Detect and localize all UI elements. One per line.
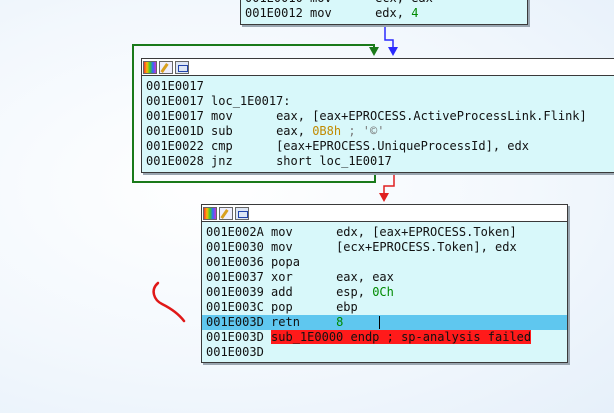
mnemonic: mov (211, 109, 233, 123)
code-line[interactable]: 001E0036 popa (202, 255, 567, 270)
mnemonic: cmp (211, 139, 233, 153)
operands: eax, eax (336, 270, 394, 284)
code-label: loc_1E0017: (211, 94, 291, 108)
code-line[interactable]: 001E0012 mov edx, 4 (241, 6, 527, 21)
code-line[interactable]: 001E0017 loc_1E0017: (142, 94, 614, 109)
numeric-operand: 4 (411, 6, 419, 20)
address: 001E003D (206, 315, 264, 329)
arrow-loop-to-exit (379, 193, 389, 202)
block-exit-header (202, 205, 567, 222)
operands: short loc_1E0017 (276, 154, 392, 168)
current-instruction-line[interactable]: 001E003D retn 8 (202, 315, 567, 330)
mnemonic: xor (271, 270, 293, 284)
text-cursor (379, 316, 381, 329)
mnemonic: mov (271, 240, 293, 254)
code-line[interactable]: 001E003D (202, 345, 567, 360)
address: 001E0012 (245, 6, 303, 20)
code-line[interactable]: 001E0010 mov ecx, eax (241, 0, 527, 6)
graph-view-icon[interactable] (235, 206, 249, 220)
operands: [eax+EPROCESS.UniqueProcessId], edx (276, 139, 529, 153)
operands: [ecx+EPROCESS.Token], edx (336, 240, 517, 254)
code-line[interactable]: 001E002A mov edx, [eax+EPROCESS.Token] (202, 225, 567, 240)
address: 001E001D (146, 124, 204, 138)
comment: ; '©' (341, 124, 385, 138)
operands: esp, (336, 285, 373, 299)
block-exit[interactable]: 001E002A mov edx, [eax+EPROCESS.Token]00… (201, 204, 568, 363)
address: 001E0039 (206, 285, 264, 299)
code-line[interactable]: 001E0037 xor eax, eax (202, 270, 567, 285)
block-top[interactable]: 001E0010 mov ecx, eax001E0012 mov edx, 4 (240, 0, 528, 25)
block-loop[interactable]: 001E0017 001E0017 loc_1E0017:001E0017 mo… (141, 58, 614, 173)
mnemonic: mov (310, 0, 332, 5)
address: 001E002A (206, 225, 264, 239)
block-top-lines: 001E0010 mov ecx, eax001E0012 mov edx, 4 (241, 0, 527, 21)
mnemonic: popa (271, 255, 300, 269)
block-loop-lines: 001E0017 001E0017 loc_1E0017:001E0017 mo… (142, 76, 614, 169)
code-line[interactable]: 001E003D sub_1E0000 endp ; sp-analysis f… (202, 330, 567, 345)
code-line[interactable]: 001E0022 cmp [eax+EPROCESS.UniqueProcess… (142, 139, 614, 154)
operands: edx, [eax+EPROCESS.Token] (336, 225, 517, 239)
mnemonic: mov (310, 6, 332, 20)
color-palette-icon[interactable] (143, 60, 157, 74)
mnemonic: mov (271, 225, 293, 239)
address: 001E003C (206, 300, 264, 314)
operands: eax, (276, 124, 313, 138)
address: 001E003D (206, 345, 264, 359)
operands: edx, (375, 6, 412, 20)
code-line[interactable]: 001E0017 mov eax, [eax+EPROCESS.ActivePr… (142, 109, 614, 124)
address: 001E0037 (206, 270, 264, 284)
graph-view-icon[interactable] (175, 60, 189, 74)
numeric-operand: 0Ch (372, 285, 394, 299)
code-line[interactable]: 001E0039 add esp, 0Ch (202, 285, 567, 300)
error-endp-label: sub_1E0000 endp ; sp-analysis failed (271, 330, 532, 344)
annotation-mark (152, 281, 186, 323)
code-line[interactable]: 001E001D sub eax, 0B8h ; '©' (142, 124, 614, 139)
mnemonic: pop (271, 300, 293, 314)
address: 001E0017 (146, 109, 204, 123)
mnemonic: sub (211, 124, 233, 138)
address: 001E0030 (206, 240, 264, 254)
address: 001E0010 (245, 0, 303, 5)
color-palette-icon[interactable] (203, 206, 217, 220)
block-loop-header (142, 59, 614, 76)
arrow-loop-back (369, 47, 379, 56)
address: 001E0036 (206, 255, 264, 269)
code-line[interactable]: 001E0017 (142, 79, 614, 94)
address: 001E0017 (146, 79, 204, 93)
mnemonic: jnz (211, 154, 233, 168)
edge-top-to-loop (384, 25, 394, 52)
address: 001E0017 (146, 94, 204, 108)
code-line[interactable]: 001E003C pop ebp (202, 300, 567, 315)
operands: eax, [eax+EPROCESS.ActiveProcessLink.Fli… (276, 109, 587, 123)
code-line[interactable]: 001E0030 mov [ecx+EPROCESS.Token], edx (202, 240, 567, 255)
operands: ebp (336, 300, 358, 314)
block-exit-lines: 001E002A mov edx, [eax+EPROCESS.Token]00… (202, 222, 567, 360)
edge-loop-back (132, 44, 376, 183)
code-line[interactable]: 001E0028 jnz short loc_1E0017 (142, 154, 614, 169)
numeric-operand: 8 (336, 315, 344, 329)
address: 001E0028 (146, 154, 204, 168)
numeric-operand: 0B8h (312, 124, 342, 138)
mnemonic: add (271, 285, 293, 299)
address: 001E0022 (146, 139, 204, 153)
pencil-edit-icon[interactable] (159, 60, 173, 74)
mnemonic: retn (271, 315, 300, 329)
operands: ecx, eax (375, 0, 433, 5)
address: 001E003D (206, 330, 264, 344)
pencil-edit-icon[interactable] (219, 206, 233, 220)
arrow-top-to-loop (388, 47, 398, 56)
edge-loop-to-exit (383, 172, 395, 197)
